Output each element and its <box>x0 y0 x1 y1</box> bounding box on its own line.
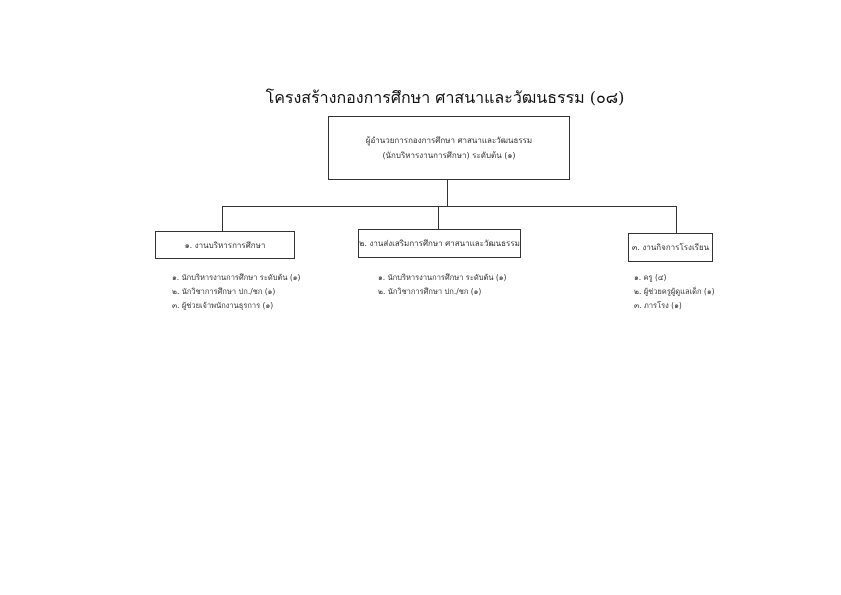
list-item: ๑. นักบริหารงานการศึกษา ระดับต้น (๑) <box>378 273 507 282</box>
position-list-promotion: ๑. นักบริหารงานการศึกษา ระดับต้น (๑) ๒. … <box>378 271 506 299</box>
connector-line <box>222 206 223 231</box>
division-box-promotion: ๒. งานส่งเสริมการศึกษา ศาสนาและวัฒนธรรม <box>358 229 521 258</box>
page-title: โครงสร้างกองการศึกษา ศาสนาและวัฒนธรรม (๐… <box>265 88 625 107</box>
position-list-admin: ๑. นักบริหารงานการศึกษา ระดับต้น (๑) ๒. … <box>172 271 300 313</box>
director-position: (นักบริหารงานการศึกษา) ระดับต้น (๑) <box>382 151 516 160</box>
director-box: ผู้อำนวยการกองการศึกษา ศาสนาและวัฒนธรรม … <box>328 116 570 180</box>
list-item: ๒. นักวิชาการศึกษา ปก./ชก (๑) <box>172 287 276 296</box>
list-item: ๑. นักบริหารงานการศึกษา ระดับต้น (๑) <box>172 273 301 282</box>
division-label: ๒. งานส่งเสริมการศึกษา ศาสนาและวัฒนธรรม <box>359 239 520 248</box>
connector-line <box>222 206 677 207</box>
division-label: ๑. งานบริหารการศึกษา <box>184 240 266 250</box>
list-item: ๓. ผู้ช่วยเจ้าพนักงานธุรการ (๑) <box>172 301 274 310</box>
list-item: ๒. ผู้ช่วยครูผู้ดูแลเด็ก (๑) <box>634 287 715 296</box>
list-item: ๑. ครู (๔) <box>634 273 667 282</box>
list-item: ๓. ภารโรง (๑) <box>634 301 682 310</box>
director-title: ผู้อำนวยการกองการศึกษา ศาสนาและวัฒนธรรม <box>365 136 533 145</box>
connector-line <box>447 180 448 206</box>
division-box-admin: ๑. งานบริหารการศึกษา <box>155 231 295 259</box>
division-box-school: ๓. งานกิจการโรงเรียน <box>628 233 713 262</box>
connector-line <box>676 206 677 233</box>
position-list-school: ๑. ครู (๔) ๒. ผู้ช่วยครูผู้ดูแลเด็ก (๑) … <box>634 271 715 313</box>
list-item: ๒. นักวิชาการศึกษา ปก./ชก (๑) <box>378 287 482 296</box>
division-label: ๓. งานกิจการโรงเรียน <box>631 243 710 252</box>
connector-line <box>438 206 439 229</box>
